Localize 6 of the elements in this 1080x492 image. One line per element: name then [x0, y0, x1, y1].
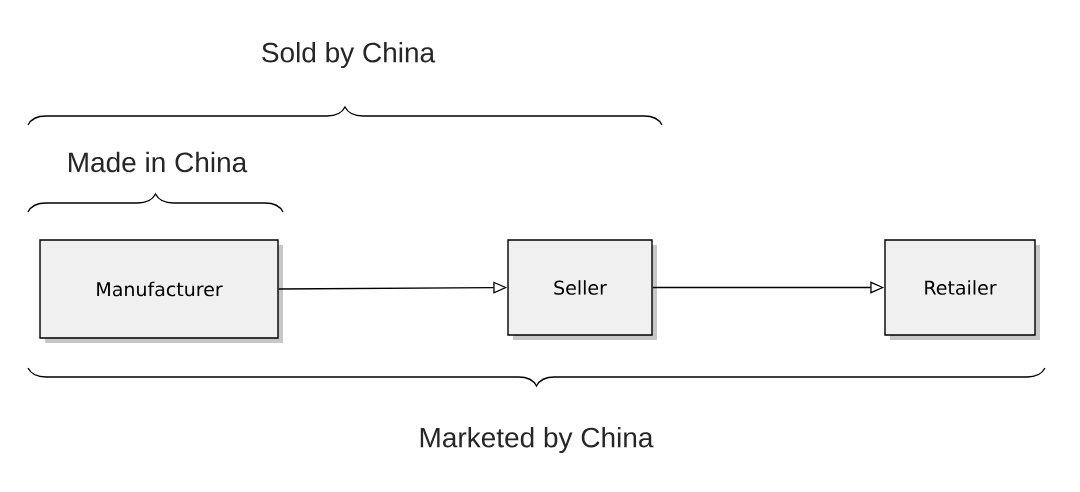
process-box: Seller	[507, 239, 657, 340]
process-box: Retailer	[884, 239, 1040, 340]
process-box: Manufacturer	[39, 239, 283, 343]
brace-label: Made in China	[69, 151, 248, 173]
brace-label: Sold by China	[262, 41, 436, 69]
brace-label: Marketed by China	[420, 426, 654, 454]
